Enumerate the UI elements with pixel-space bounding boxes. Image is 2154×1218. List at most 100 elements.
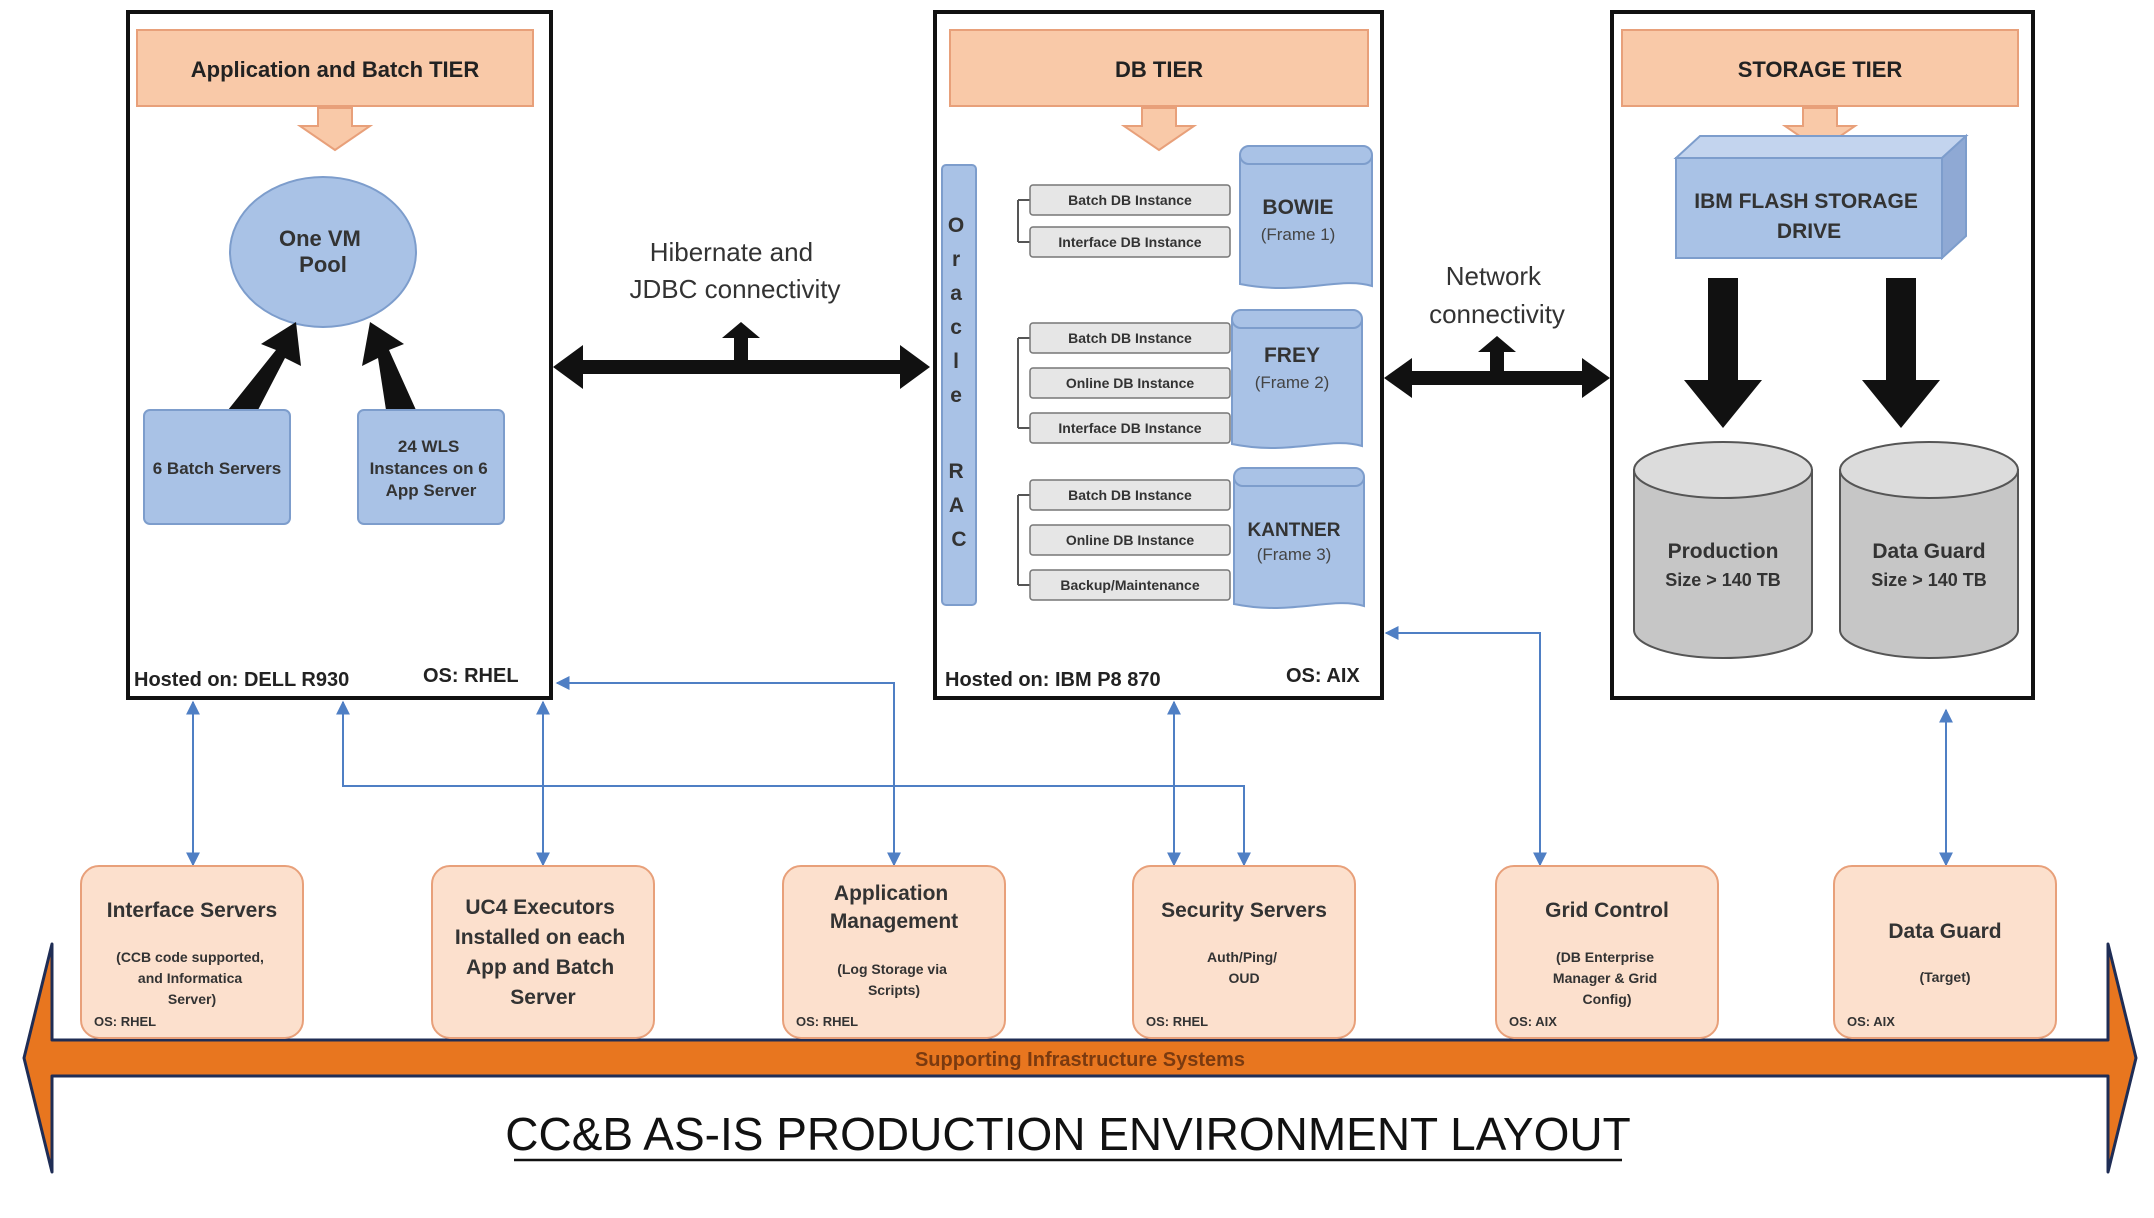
kantner-name: KANTNER xyxy=(1248,520,1341,541)
bowie-frame-scroll xyxy=(1239,155,1373,289)
support-box-application-management xyxy=(782,865,1006,1039)
kantner-scroll-top xyxy=(1233,467,1365,487)
storage-tier-header xyxy=(1621,29,2019,107)
storage-tier: STORAGE TIER IBM FLASH STORAGE DRIVE Pro… xyxy=(1610,10,2035,700)
dataguard-size: Size > 140 TB xyxy=(1871,570,1987,590)
network-label: Network connectivity xyxy=(1429,261,1565,329)
production-cylinder xyxy=(1633,469,1813,659)
support-os: OS: AIX xyxy=(1847,1014,1895,1029)
db-hosted-label: Hosted on: IBM P8 870 xyxy=(945,669,1161,691)
support-title: Grid Control xyxy=(1545,899,1669,922)
flash-drive-top xyxy=(1673,135,1969,159)
db-instance xyxy=(1029,322,1231,354)
support-desc: (Target) xyxy=(1919,969,1970,985)
batch-servers-node xyxy=(143,409,291,525)
app-tier-title: Application and Batch TIER xyxy=(191,57,480,82)
oracle-rac-bar xyxy=(941,164,977,606)
security-to-app-connector xyxy=(336,700,1251,867)
db-instance xyxy=(1029,569,1231,601)
support-desc: Auth/Ping/ OUD xyxy=(1207,949,1281,986)
support-box-security-servers xyxy=(1132,865,1356,1039)
hibernate-double-arrow xyxy=(553,345,930,389)
network-up-arrow xyxy=(1478,336,1516,371)
db-instance xyxy=(1029,226,1231,258)
flash-drive-front xyxy=(1675,157,1943,259)
vm-pool-label: One VM Pool xyxy=(279,226,367,277)
db-instance xyxy=(1029,524,1231,556)
wls-to-vm-arrow xyxy=(362,322,416,410)
support-box-uc4-executors xyxy=(431,865,655,1039)
hibernate-up-arrow xyxy=(722,322,760,360)
infrastructure-label: Supporting Infrastructure Systems xyxy=(915,1049,1245,1071)
production-name: Production xyxy=(1668,540,1779,563)
frey-frame-scroll xyxy=(1231,319,1363,449)
db-instance-label: Interface DB Instance xyxy=(1058,420,1201,436)
infrastructure-double-arrow xyxy=(22,942,2138,1174)
network-double-arrow xyxy=(1384,358,1610,398)
support-box-data-guard xyxy=(1833,865,2057,1039)
batch-to-vm-arrow xyxy=(228,322,301,410)
batch-servers-label: 6 Batch Servers xyxy=(153,459,282,478)
flash-drive-side xyxy=(1941,133,1967,261)
app-tier: Application and Batch TIER One VM Pool 6… xyxy=(126,10,553,700)
support-title: Application Management xyxy=(830,882,958,933)
flash-drive-label: IBM FLASH STORAGE DRIVE xyxy=(1694,190,1923,243)
production-size: Size > 140 TB xyxy=(1665,570,1781,590)
dataguard-name: Data Guard xyxy=(1872,540,1985,563)
support-connectors xyxy=(186,626,1953,867)
support-os: OS: RHEL xyxy=(1146,1014,1208,1029)
support-boxes: Interface Servers (CCB code supported, a… xyxy=(80,865,2057,1039)
db-os-label: OS: AIX xyxy=(1286,665,1360,687)
vm-pool-node xyxy=(229,176,417,328)
support-title: UC4 Executors Installed on each App and … xyxy=(455,896,631,1009)
db-instance xyxy=(1029,412,1231,444)
kantner-frame-scroll xyxy=(1233,477,1365,609)
support-title: Interface Servers xyxy=(107,899,277,922)
frey-scroll-top xyxy=(1231,309,1363,329)
db-instance xyxy=(1029,184,1231,216)
hibernate-connection: Hibernate and JDBC connectivity xyxy=(553,237,930,389)
support-title: Security Servers xyxy=(1161,899,1327,922)
db-instance xyxy=(1029,367,1231,399)
supporting-infrastructure-band: Supporting Infrastructure Systems xyxy=(22,942,2138,1174)
app-tier-header xyxy=(136,29,534,107)
support-title: Data Guard xyxy=(1888,920,2001,943)
db-tier-down-arrow xyxy=(1120,107,1198,152)
db-instance-label: Batch DB Instance xyxy=(1068,192,1192,208)
support-os: OS: RHEL xyxy=(94,1014,156,1029)
dataguard-cylinder xyxy=(1839,469,2019,659)
bowie-sub: (Frame 1) xyxy=(1261,225,1336,244)
db-instance-label: Interface DB Instance xyxy=(1058,234,1201,250)
frey-sub: (Frame 2) xyxy=(1255,373,1330,392)
drive-to-production-arrow xyxy=(1684,278,1762,428)
wls-instances-label: 24 WLS Instances on 6 App Server xyxy=(370,437,493,500)
kantner-sub: (Frame 3) xyxy=(1257,545,1332,564)
db-tier-title: DB TIER xyxy=(1115,57,1203,82)
db-instance-label: Backup/Maintenance xyxy=(1060,577,1199,593)
frey-name: FREY xyxy=(1264,344,1320,367)
db-instance-label: Online DB Instance xyxy=(1066,375,1195,391)
support-os: OS: RHEL xyxy=(796,1014,858,1029)
support-os: OS: AIX xyxy=(1509,1014,1557,1029)
support-desc: (Log Storage via Scripts) xyxy=(837,961,951,998)
wls-instances-node xyxy=(357,409,505,525)
support-desc: (CCB code supported, and Informatica Ser… xyxy=(116,949,268,1007)
app-tier-down-arrow xyxy=(296,107,374,152)
diagram-title: CC&B AS-IS PRODUCTION ENVIRONMENT LAYOUT xyxy=(505,1108,1630,1160)
db-instance-label: Online DB Instance xyxy=(1066,532,1195,548)
db-instance xyxy=(1029,479,1231,511)
storage-tier-title: STORAGE TIER xyxy=(1738,57,1903,82)
appmgmt-to-app-connector xyxy=(555,676,901,867)
db-instance-label: Batch DB Instance xyxy=(1068,330,1192,346)
grid-to-db-connector xyxy=(1384,626,1547,867)
support-box-interface-servers xyxy=(80,865,304,1039)
dataguard-cylinder-top xyxy=(1839,441,2019,499)
network-connection: Network connectivity xyxy=(1384,261,1610,398)
support-box-grid-control xyxy=(1495,865,1719,1039)
support-desc: (DB Enterprise Manager & Grid Config) xyxy=(1553,949,1661,1007)
app-hosted-label: Hosted on: DELL R930 xyxy=(134,669,349,691)
bowie-scroll-top xyxy=(1239,145,1373,165)
hibernate-label: Hibernate and JDBC connectivity xyxy=(630,237,841,304)
db-tier-header xyxy=(949,29,1369,107)
